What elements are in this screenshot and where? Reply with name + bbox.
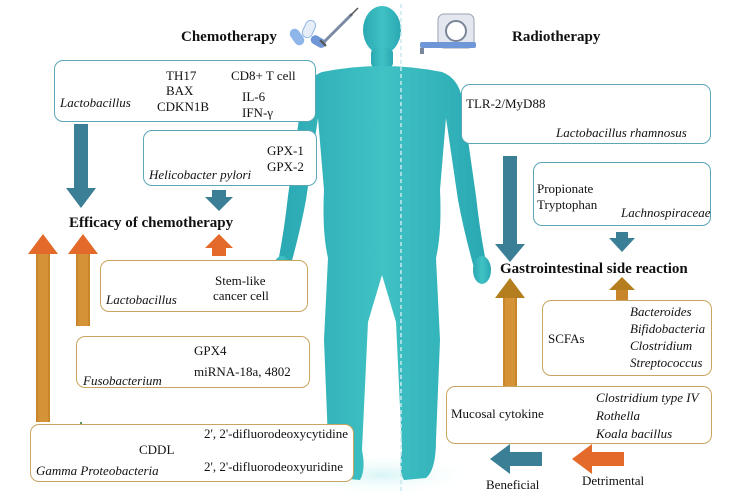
stem-like-label: Stem-like [215, 273, 266, 288]
arrow-mucosal-to-gi [495, 278, 525, 390]
bifidobacteria-label: Bifidobacteria [630, 321, 706, 336]
chemotherapy-header: Chemotherapy [181, 29, 277, 45]
helicobacter-pylori-label: Helicobacter pylori [149, 167, 252, 182]
radiotherapy-header: Radiotherapy [512, 29, 601, 45]
scfas-box [542, 300, 712, 376]
fusobacterium-label: Fusobacterium [83, 373, 162, 388]
difluorodeoxyuridine-label: 2', 2'-difluorodeoxyuridine [204, 459, 343, 474]
scfas-label: SCFAs [548, 331, 585, 346]
arrow-lacto2-to-efficacy [205, 234, 233, 256]
efficacy-header: Efficacy of chemotherapy [69, 215, 234, 231]
arrow-gamma-to-efficacy [28, 234, 58, 422]
legend-beneficial-arrow [490, 444, 542, 474]
lactobacillus-rhamnosus-label: Lactobacillus rhamnosus [556, 125, 687, 140]
lachnospiraceae-box [533, 162, 711, 226]
bax-label: BAX [166, 83, 194, 98]
gpx2-label: GPX-2 [267, 159, 304, 174]
th17-label: TH17 [166, 68, 197, 83]
cd8-label: CD8+ T cell [231, 68, 296, 83]
human-body-silhouette [273, 6, 491, 480]
arrow-lacto1-to-efficacy [66, 124, 96, 208]
gamma-proteobacteria-label: Gamma Proteobacteria [36, 463, 159, 478]
lactobacillus-label-1: Lactobacillus [60, 95, 131, 110]
cddl-label: CDDL [139, 442, 175, 457]
koala-bacillus-label: Koala bacillus [596, 426, 673, 441]
lactobacillus-label-2: Lactobacillus [106, 292, 177, 307]
ifn-gamma-label: IFN-γ [242, 105, 274, 120]
lactobacillus-immune-box [54, 60, 316, 122]
lactobacillus-rhamnosus-box [461, 84, 711, 144]
arrow-scfa-to-gi [609, 277, 635, 302]
mucosal-cytokine-box [446, 386, 712, 444]
lactobacillus-stemcell-box [100, 260, 308, 312]
helicobacter-pylori-box [143, 130, 317, 186]
mucosal-cytokine-label: Mucosal cytokine [451, 406, 544, 421]
arrow-fuso-to-efficacy [68, 234, 98, 326]
il6-label: IL-6 [242, 89, 266, 104]
propionate-label: Propionate [537, 181, 594, 196]
rothella-label: Rothella [596, 408, 641, 423]
lachnospiraceae-label: Lachnospiraceae [621, 205, 711, 220]
fusobacterium-box [76, 336, 310, 388]
gamma-proteobacteria-box [30, 424, 354, 482]
difluorodeoxycytidine-label: 2', 2'-difluorodeoxycytidine [204, 426, 349, 441]
cancer-cell-label: cancer cell [213, 288, 269, 303]
radiotherapy-machine-icon [420, 13, 476, 54]
arrow-hpylori-to-efficacy [205, 190, 233, 211]
legend-detrimental-arrow [572, 444, 624, 474]
tryptophan-label: Tryptophan [537, 197, 598, 212]
gpx4-label: GPX4 [194, 343, 227, 358]
cdkn1b-label: CDKN1B [157, 99, 210, 114]
gi-side-reaction-header: Gastrointestinal side reaction [500, 261, 688, 277]
tlr2-myd88-label: TLR-2/MyD88 [466, 96, 546, 111]
bacteroides-label: Bacteroides [630, 304, 692, 319]
gpx1-label: GPX-1 [267, 143, 304, 158]
mirna-label: miRNA-18a, 4802 [194, 364, 291, 379]
arrow-lachno-to-gi [609, 232, 635, 252]
clostridium-type-iv-label: Clostridium type IV [596, 390, 699, 405]
arrow-lrh-to-gi [495, 156, 525, 262]
legend-beneficial-label: Beneficial [486, 477, 540, 492]
clostridium-label: Clostridium [630, 338, 693, 353]
streptococcus-label: Streptococcus [630, 355, 703, 370]
pills-syringe-icon [289, 7, 359, 48]
legend-detrimental-label: Detrimental [582, 473, 645, 488]
